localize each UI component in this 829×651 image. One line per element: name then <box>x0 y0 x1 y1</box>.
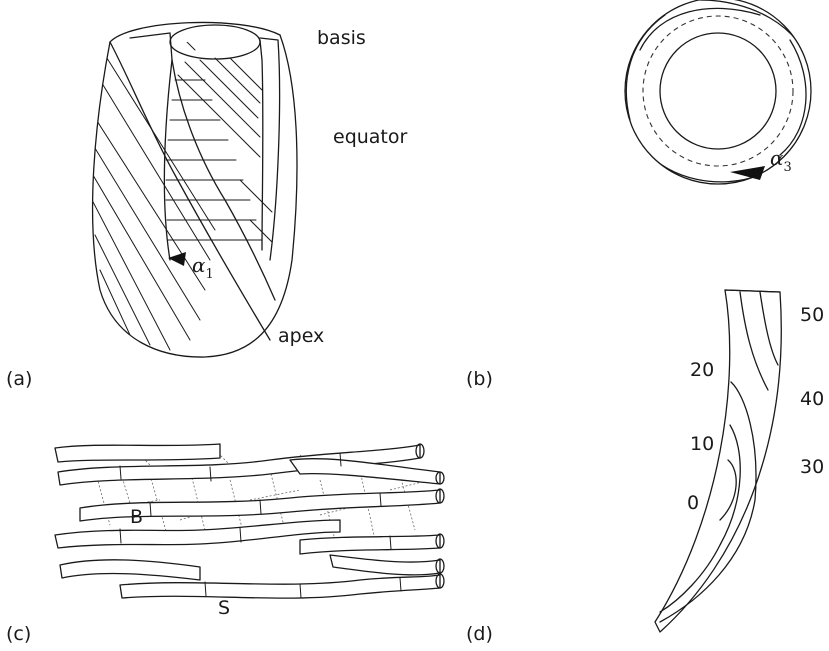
label-apex: apex <box>278 325 324 347</box>
label-alpha1: α1 <box>192 253 214 282</box>
label-alpha3: α3 <box>770 146 792 175</box>
panel-label-d: (d) <box>466 623 493 645</box>
fiber-hatching <box>90 30 272 350</box>
tick-left-10: 10 <box>690 433 714 455</box>
label-B: B <box>130 506 143 528</box>
label-S: S <box>218 597 230 619</box>
panel-label-a: (a) <box>6 368 32 390</box>
tick-left-0: 0 <box>687 492 699 514</box>
panel-b-cross-section <box>624 0 812 185</box>
label-basis: basis <box>317 27 366 49</box>
tick-right-30: 30 <box>800 456 824 478</box>
panel-label-c: (c) <box>6 623 31 645</box>
tick-left-20: 20 <box>690 359 714 381</box>
label-equator: equator <box>333 126 408 148</box>
panel-c-muscle-fibers <box>55 444 444 598</box>
panel-a-ventricle <box>90 22 297 357</box>
alpha3-angle-marker <box>730 166 765 180</box>
panel-label-b: (b) <box>466 368 493 390</box>
alpha1-angle-marker <box>168 252 186 266</box>
panel-d-wall-section <box>655 290 781 632</box>
tick-right-50: 50 <box>800 304 824 326</box>
tick-right-40: 40 <box>800 388 824 410</box>
